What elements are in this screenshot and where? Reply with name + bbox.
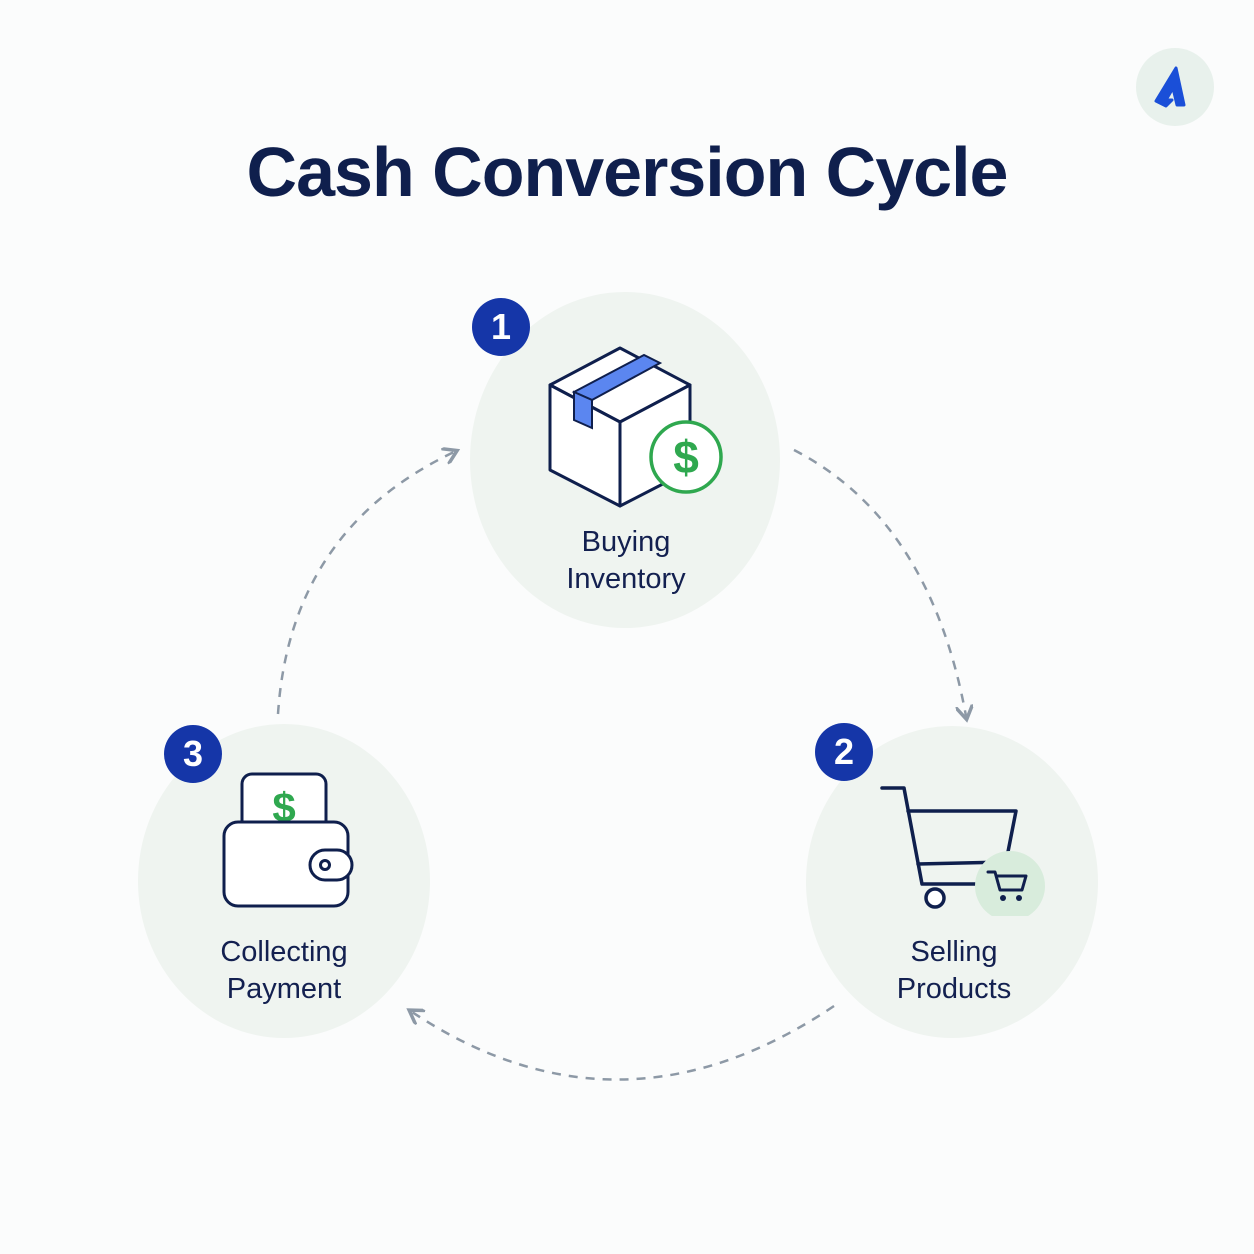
wallet-with-dollar-icon: $ (222, 772, 354, 908)
box-with-dollar-icon: $ (548, 346, 723, 508)
step-2-label-line1: Selling (910, 936, 998, 968)
step-2-label-line2: Products (896, 973, 1012, 1005)
step-2-label: Selling Products (824, 934, 1084, 1008)
brand-logo (1136, 48, 1214, 126)
step-3-label: Collecting Payment (154, 934, 414, 1008)
arrow-step3-to-step1 (276, 452, 454, 715)
step-3-label-line1: Collecting (220, 936, 348, 968)
step-1-label-line1: Buying (581, 526, 671, 558)
arrow-step1-to-step2 (793, 448, 966, 716)
page-title: Cash Conversion Cycle (246, 133, 1009, 211)
step-3-number-badge: 3 (164, 725, 222, 783)
step-2-number-badge: 2 (815, 723, 873, 781)
dollar-sign: $ (272, 784, 295, 831)
step-1-number-badge: 1 (472, 298, 530, 356)
step-1-label: Buying Inventory (496, 524, 756, 598)
arrow-step2-to-step3 (412, 1004, 835, 1081)
brand-logo-icon (1154, 66, 1186, 108)
shopping-cart-icon (880, 786, 1045, 916)
step-1-label-line2: Inventory (566, 563, 686, 595)
dollar-sign: $ (673, 431, 699, 483)
step-3-label-line2: Payment (226, 973, 342, 1005)
